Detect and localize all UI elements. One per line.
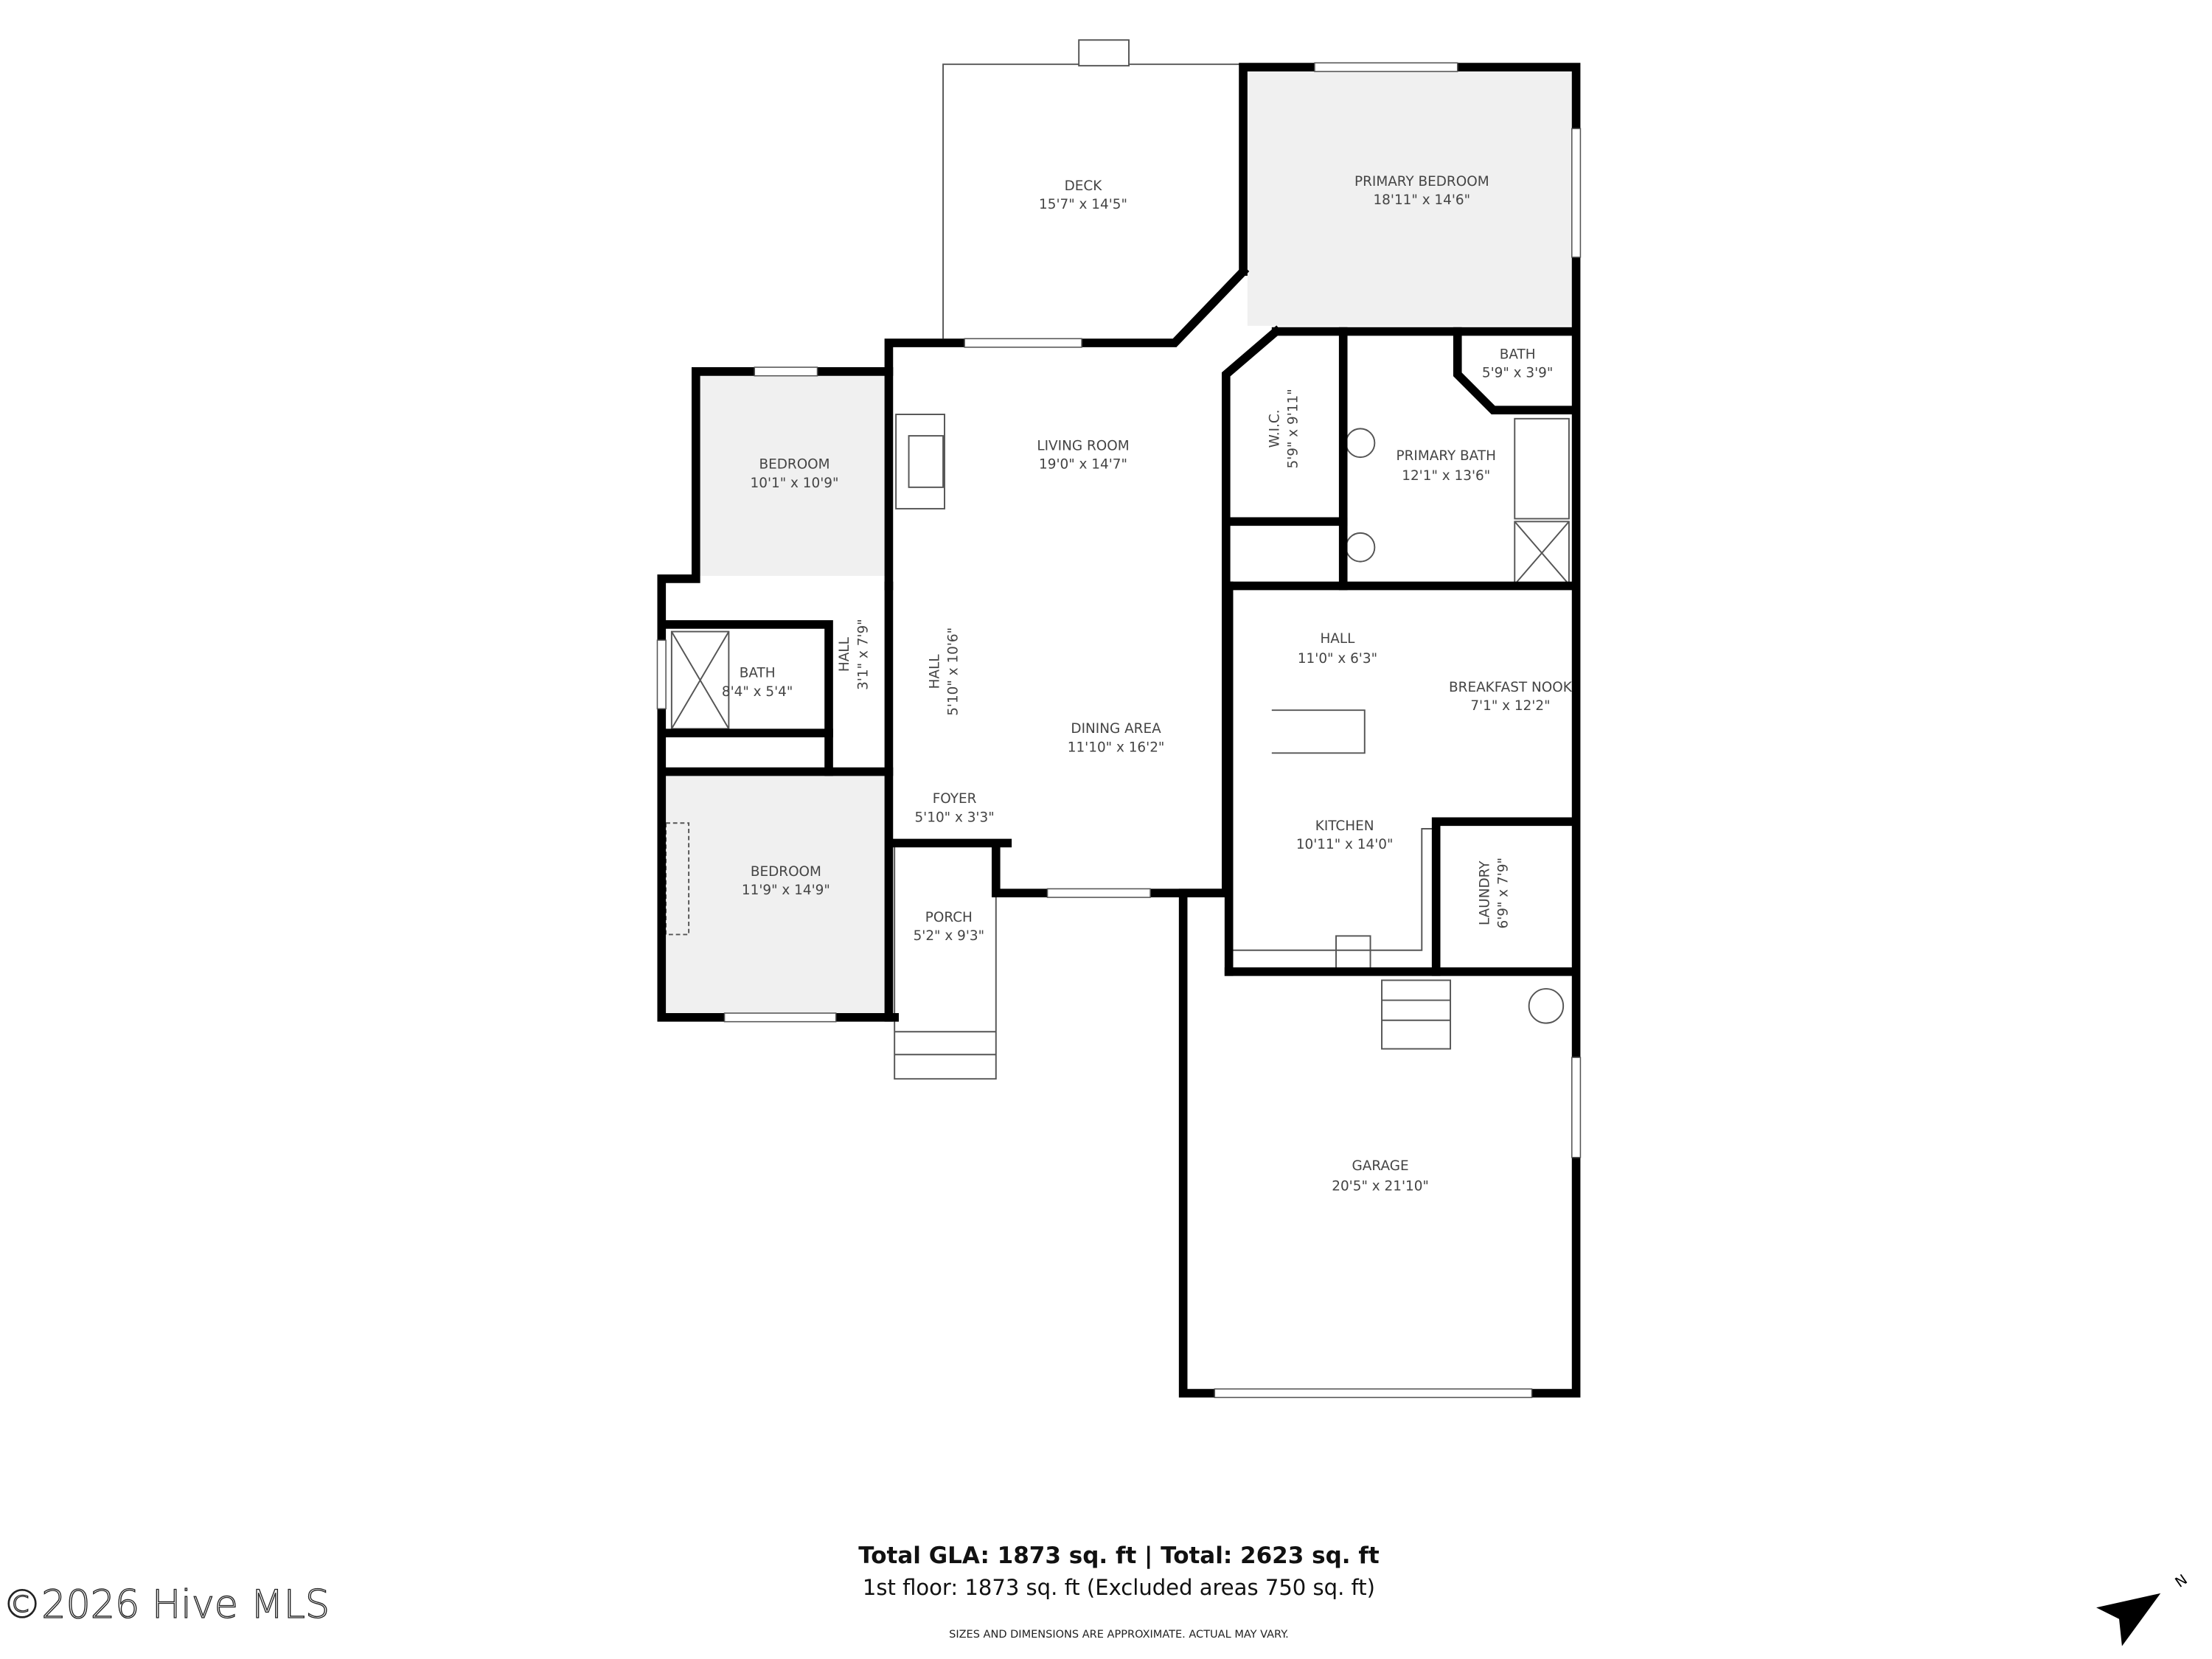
- room-bath-hall: BATH 8'4" x 5'4": [722, 666, 793, 700]
- north-arrow-icon: N: [2096, 1571, 2191, 1646]
- watermark: ©2026 Hive MLS: [3, 1582, 330, 1627]
- room-dining-area: DINING AREA 11'10" x 16'2": [1068, 721, 1165, 755]
- room-name: BREAKFAST NOOK: [1449, 680, 1573, 695]
- room-fills: [666, 71, 1572, 1014]
- room-dims: 7'1" x 12'2": [1470, 698, 1550, 714]
- room-name: GARAGE: [1352, 1158, 1409, 1174]
- room-dims: 20'5" x 21'10": [1332, 1178, 1429, 1194]
- room-dims: 15'7" x 14'5": [1039, 197, 1127, 212]
- room-dims: 5'9" x 9'11": [1286, 389, 1301, 468]
- bedroom-upper-fill: [700, 375, 886, 577]
- room-name: BEDROOM: [751, 864, 821, 880]
- room-name: DECK: [1065, 178, 1103, 194]
- room-dims: 11'9" x 14'9": [742, 883, 830, 898]
- windows: [656, 62, 1582, 1399]
- disclaimer: SIZES AND DIMENSIONS ARE APPROXIMATE. AC…: [949, 1629, 1289, 1641]
- room-hall-kitchen: HALL 11'0" x 6'3": [1298, 631, 1377, 667]
- compass-label: N: [2172, 1571, 2191, 1591]
- thin-lines: [665, 39, 1570, 1080]
- room-dims: 8'4" x 5'4": [722, 684, 793, 700]
- room-dims: 11'0" x 6'3": [1298, 651, 1377, 667]
- total-area: Total GLA: 1873 sq. ft | Total: 2623 sq.…: [858, 1543, 1380, 1569]
- room-name: HALL: [1320, 631, 1355, 647]
- room-breakfast-nook: BREAKFAST NOOK 7'1" x 12'2": [1449, 680, 1573, 714]
- room-deck: DECK 15'7" x 14'5": [1039, 178, 1127, 212]
- floor-area: 1st floor: 1873 sq. ft (Excluded areas 7…: [863, 1575, 1375, 1600]
- room-dims: 19'0" x 14'7": [1039, 457, 1127, 473]
- room-name: HALL: [837, 636, 852, 672]
- room-dims: 6'9" x 7'9": [1496, 858, 1512, 928]
- room-labels: DECK 15'7" x 14'5" PRIMARY BEDROOM 18'11" …: [722, 174, 1573, 1194]
- room-living-room: LIVING ROOM 19'0" x 14'7": [1037, 438, 1129, 472]
- room-bedroom-upper: BEDROOM 10'1" x 10'9": [751, 457, 839, 491]
- room-dims: 11'10" x 16'2": [1068, 740, 1165, 755]
- room-dims: 10'1" x 10'9": [751, 476, 839, 491]
- room-name: W.I.C.: [1267, 409, 1282, 448]
- room-wic: W.I.C. 5'9" x 9'11": [1267, 389, 1301, 468]
- room-dims: 5'2" x 9'3": [914, 928, 985, 944]
- room-dims: 18'11" x 14'6": [1373, 192, 1470, 208]
- room-dims: 5'10" x 10'6": [945, 627, 961, 716]
- room-name: HALL: [927, 654, 942, 689]
- room-bedroom-lower: BEDROOM 11'9" x 14'9": [742, 864, 830, 898]
- room-dims: 3'1" x 7'9": [855, 619, 871, 690]
- room-name: KITCHEN: [1315, 818, 1374, 834]
- room-laundry: LAUNDRY 6'9" x 7'9": [1477, 858, 1511, 928]
- room-bath-primary-wc: BATH 5'9" x 3'9": [1482, 347, 1553, 380]
- room-dims: 10'11" x 14'0": [1296, 837, 1394, 852]
- room-garage: GARAGE 20'5" x 21'10": [1332, 1158, 1429, 1194]
- room-name: LIVING ROOM: [1037, 438, 1129, 453]
- room-dims: 5'10" x 3'3": [914, 810, 994, 825]
- room-name: BATH: [740, 666, 776, 681]
- room-primary-bedroom: PRIMARY BEDROOM 18'11" x 14'6": [1354, 174, 1489, 208]
- room-foyer: FOYER 5'10" x 3'3": [914, 791, 994, 825]
- room-name: FOYER: [933, 791, 977, 807]
- room-kitchen: KITCHEN 10'11" x 14'0": [1296, 818, 1394, 852]
- room-dims: 12'1" x 13'6": [1402, 468, 1490, 484]
- room-name: BATH: [1500, 347, 1536, 362]
- room-name: PRIMARY BATH: [1397, 448, 1496, 464]
- room-primary-bath: PRIMARY BATH 12'1" x 13'6": [1397, 448, 1496, 484]
- primary-bedroom-fill: [1247, 71, 1572, 326]
- room-name: DINING AREA: [1071, 721, 1161, 737]
- room-name: PORCH: [925, 910, 973, 925]
- room-dims: 5'9" x 3'9": [1482, 366, 1553, 381]
- room-name: BEDROOM: [759, 457, 830, 473]
- room-name: PRIMARY BEDROOM: [1354, 174, 1489, 189]
- bedroom-lower-fill: [666, 776, 892, 1014]
- room-name: LAUNDRY: [1477, 860, 1492, 925]
- room-porch: PORCH 5'2" x 9'3": [914, 910, 985, 944]
